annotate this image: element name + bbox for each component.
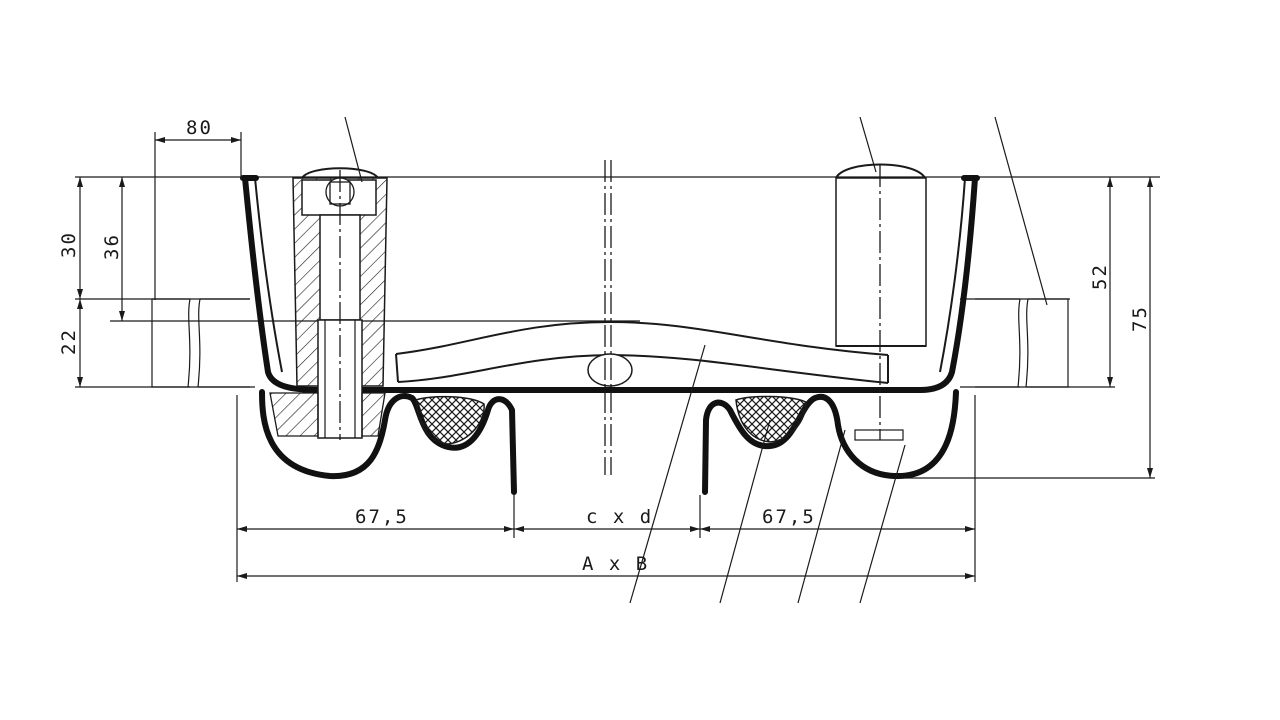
right-base-plate xyxy=(975,298,1069,388)
dim-right-67-label: 67,5 xyxy=(762,506,816,528)
dimension-row-2: A x B xyxy=(237,553,975,579)
trough-body xyxy=(240,175,980,495)
left-base-plate xyxy=(151,298,250,388)
dim-36-label: 36 xyxy=(101,233,123,260)
dimension-52: 52 xyxy=(1089,177,1113,387)
dimension-80: 80 xyxy=(154,117,242,300)
dimension-75: 75 xyxy=(1129,177,1153,478)
dim-80-label: 80 xyxy=(186,117,213,139)
dimension-36: 36 xyxy=(101,177,125,321)
leader-lines xyxy=(344,116,1048,604)
dim-c-x-d-label: c x d xyxy=(586,506,653,528)
right-gasket xyxy=(735,395,807,443)
dim-52-label: 52 xyxy=(1089,263,1111,290)
dim-30-label: 30 xyxy=(58,231,80,258)
central-plate xyxy=(395,320,889,387)
center-axis xyxy=(604,160,612,475)
left-gasket xyxy=(415,395,485,445)
dim-22-label: 22 xyxy=(58,328,80,355)
dimension-22: 22 xyxy=(58,299,83,387)
dim-75-label: 75 xyxy=(1129,305,1151,332)
left-bolt-assembly xyxy=(269,167,388,440)
frame-lines xyxy=(75,176,1160,479)
dimension-row-1: 67,5 c x d 67,5 xyxy=(236,395,976,582)
dim-a-x-b-label: A x B xyxy=(582,553,649,575)
dim-left-67-label: 67,5 xyxy=(355,506,409,528)
right-bolt xyxy=(835,163,927,441)
dimension-30: 30 xyxy=(58,177,83,299)
